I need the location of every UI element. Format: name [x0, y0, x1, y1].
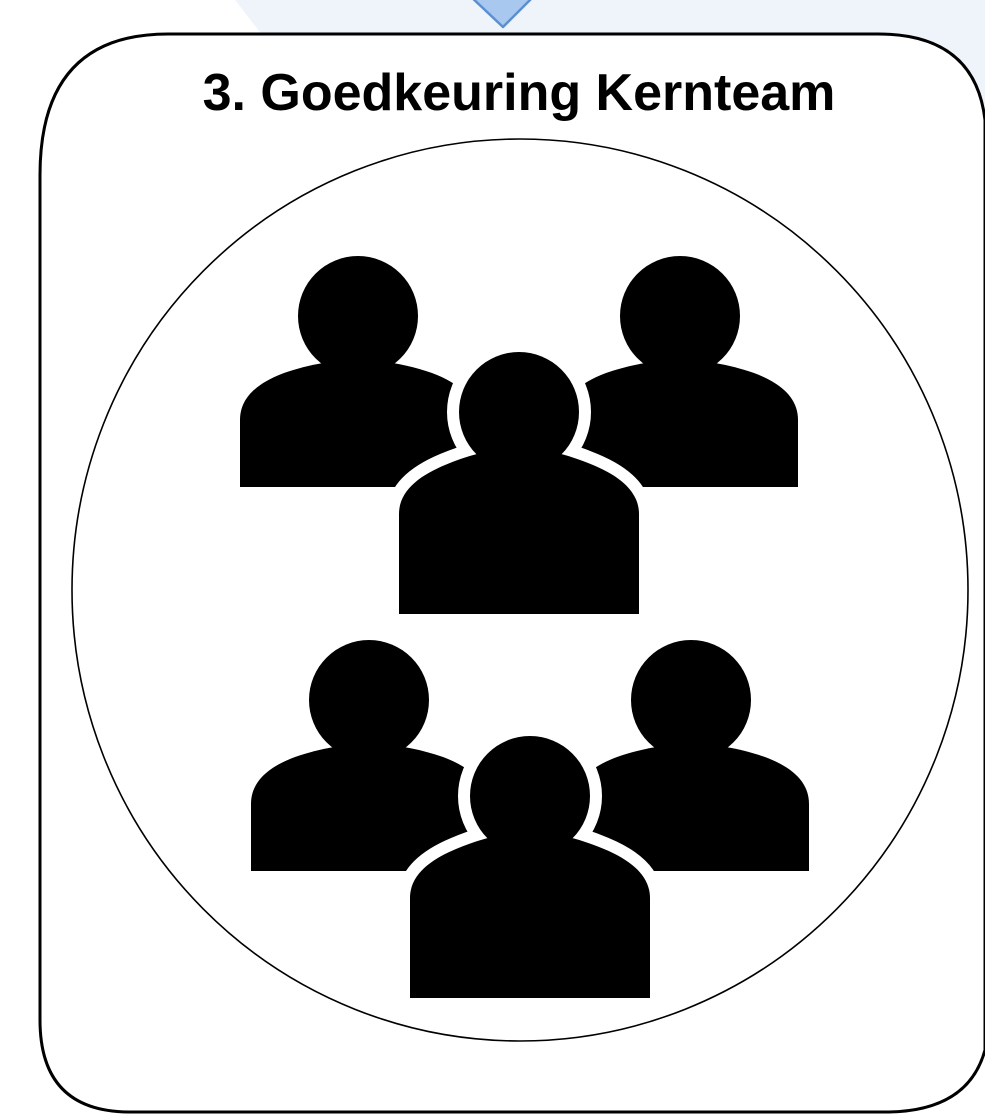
incoming-arrow	[472, 0, 532, 29]
step-title: 3. Goedkeuring Kernteam	[203, 64, 836, 122]
